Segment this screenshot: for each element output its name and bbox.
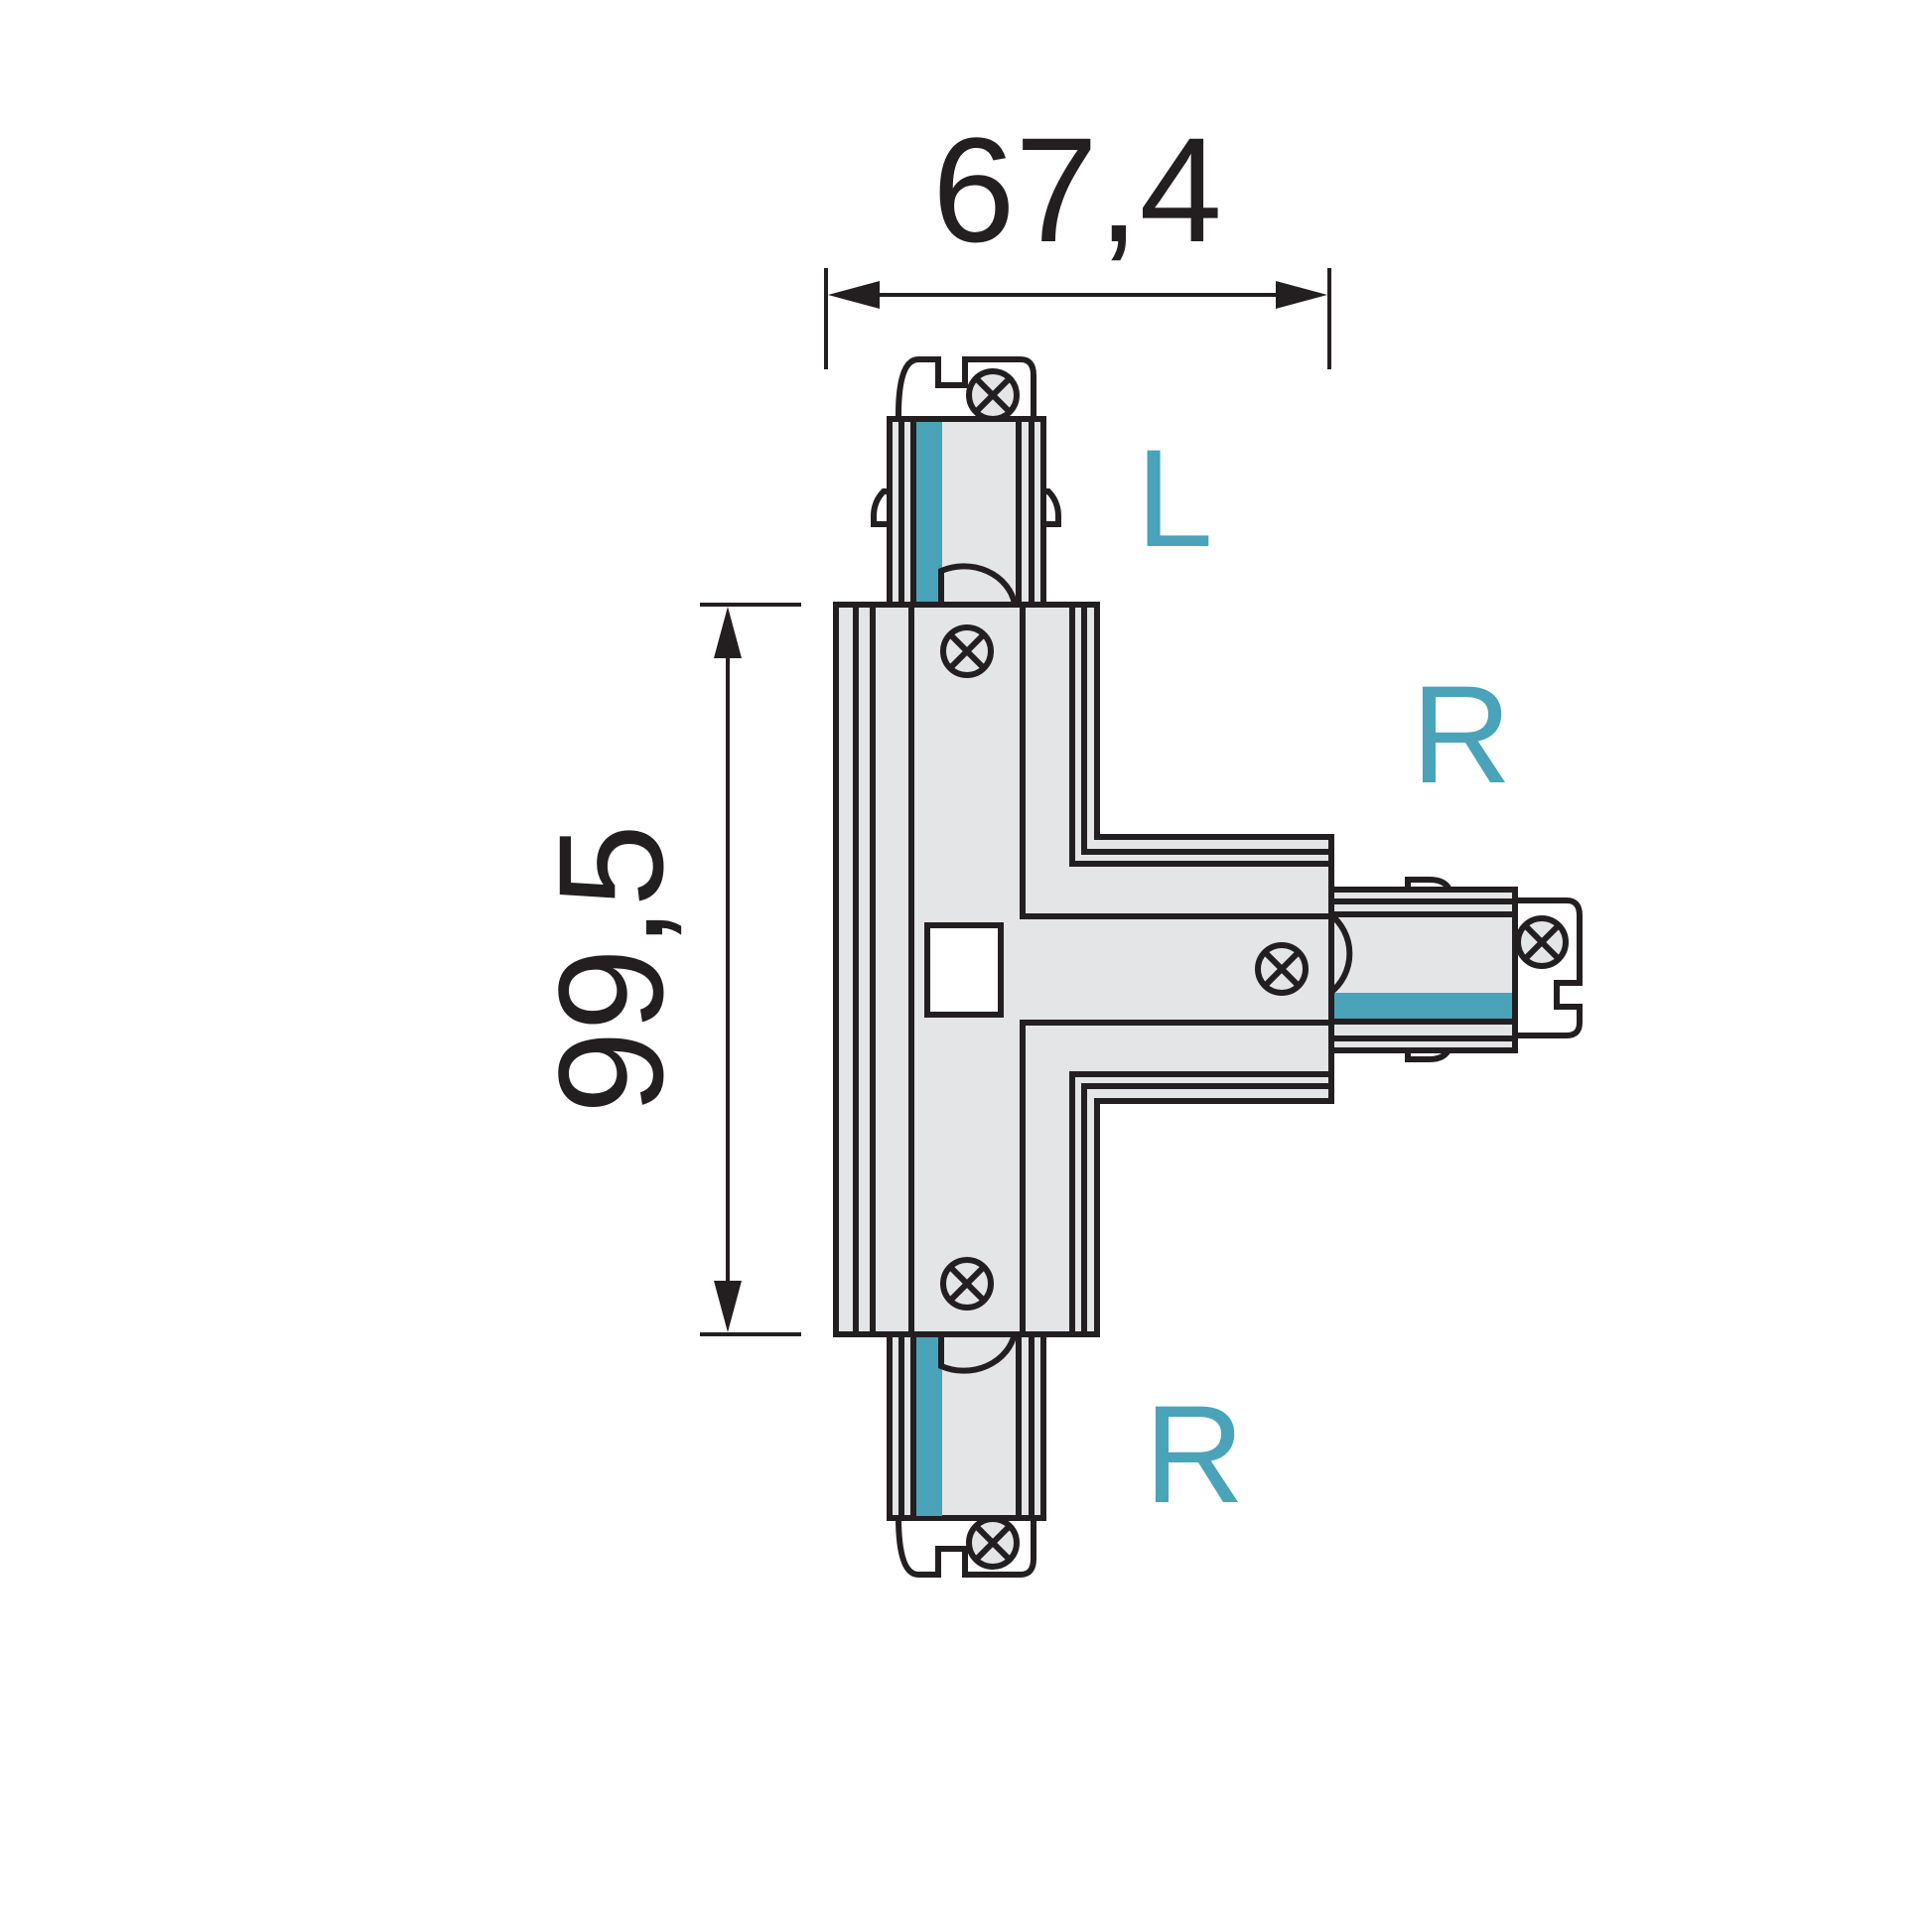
width-dimension xyxy=(824,268,1331,369)
center-window xyxy=(924,922,1004,1018)
height-dimension xyxy=(700,603,801,1336)
main-body xyxy=(833,602,1334,1337)
right-connector xyxy=(1325,877,1583,1062)
bottom-connector xyxy=(887,1328,1046,1578)
top-connector xyxy=(871,356,1061,609)
label-top: L xyxy=(1136,420,1213,576)
height-label: 99,5 xyxy=(527,824,694,1114)
label-right: R xyxy=(1411,656,1511,812)
label-bottom: R xyxy=(1144,1376,1244,1532)
width-label: 67,4 xyxy=(932,106,1222,273)
